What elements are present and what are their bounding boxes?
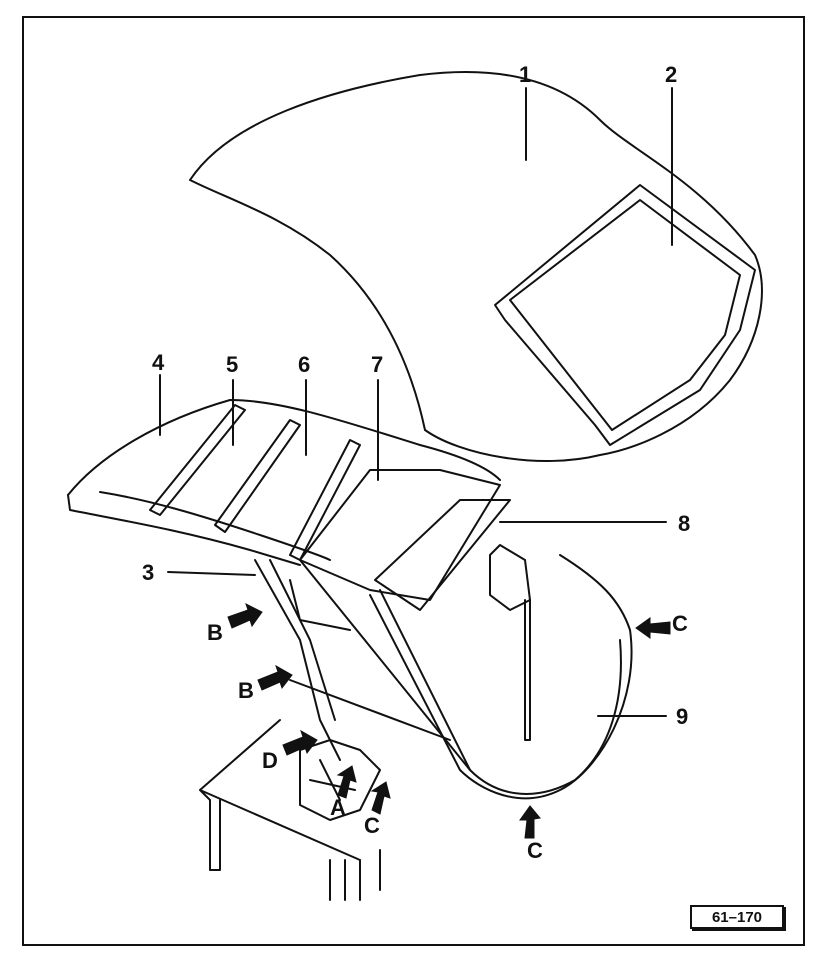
arrow-label-b-lower: B xyxy=(238,678,254,703)
bow-6b xyxy=(289,439,361,561)
callout-7: 7 xyxy=(371,352,384,377)
rear-header-8 xyxy=(374,499,511,611)
work-stand xyxy=(199,719,361,871)
hinge-bracket xyxy=(299,739,381,821)
arrow-label-c-right: C xyxy=(672,611,688,636)
arrow-c-right xyxy=(635,617,671,639)
arrow-label-a: A xyxy=(330,795,346,820)
arrow-c-bottom xyxy=(519,805,541,839)
bow-6 xyxy=(214,419,301,533)
callout-1: 1 xyxy=(519,62,532,87)
arrow-b-lower xyxy=(257,664,293,691)
callout-3: 3 xyxy=(142,560,155,585)
figure-frame xyxy=(22,16,805,946)
arrow-d xyxy=(282,729,318,756)
arrow-a xyxy=(336,765,357,799)
arrow-c-hinge xyxy=(370,781,391,815)
callout-6: 6 xyxy=(298,352,311,377)
bow-5 xyxy=(149,404,246,516)
soft-top-cover xyxy=(189,71,763,462)
rear-window xyxy=(494,184,756,446)
arrow-label-d: D xyxy=(262,748,278,773)
callout-4: 4 xyxy=(152,350,165,375)
callout-8: 8 xyxy=(678,511,691,536)
rear-frame-9 xyxy=(369,554,633,800)
figure-reference: 61–170 xyxy=(690,905,784,929)
callout-9: 9 xyxy=(676,704,689,729)
frame-front-section xyxy=(67,399,501,496)
frame-rear-bow xyxy=(299,469,501,601)
arrow-label-b-upper: B xyxy=(207,620,223,645)
arrow-label-c-hinge: C xyxy=(364,813,380,838)
callout-2: 2 xyxy=(665,62,678,87)
arrow-b-upper xyxy=(227,603,263,629)
arrow-label-c-bottom: C xyxy=(527,838,543,863)
callout-5: 5 xyxy=(226,352,239,377)
